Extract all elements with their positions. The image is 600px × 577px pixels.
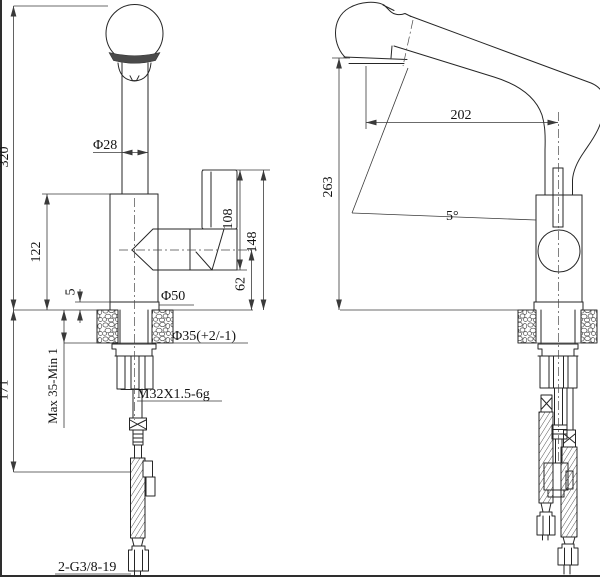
dim-under-counter-length: 171	[0, 380, 12, 401]
sheet-bottom-edge	[0, 575, 600, 577]
faucet-front-outline	[96, 4, 238, 577]
dim-base-dia: Φ50	[161, 289, 185, 304]
supply-hose-a	[538, 411, 554, 504]
dim-spout-pipe-dia: Φ28	[93, 138, 117, 153]
spout-outer-edge	[409, 15, 600, 196]
dim-valve-center-height: 62	[234, 277, 249, 291]
dim-tilt-angle: 5°	[446, 209, 459, 224]
supply-hose-b	[560, 446, 578, 538]
hose-side-connector	[142, 460, 153, 478]
side-view-centerlines	[402, 19, 559, 462]
front-view-centerlines	[119, 198, 257, 420]
front-view: 320 Φ28 122 5 Φ50 Φ35(+2/-1) M32X1.5-6g …	[0, 4, 270, 577]
dim-body-height: 122	[29, 242, 44, 263]
faucet-side-outline	[335, 1, 600, 575]
hose-b-hex-nut	[557, 543, 579, 566]
spout-inner-edge	[393, 45, 546, 196]
angle-ray-axis	[351, 67, 409, 214]
dim-mount-hole-dia: Φ35(+2/-1)	[172, 329, 236, 344]
hose-a-hex-nut	[536, 511, 556, 536]
handle-knob-side	[537, 229, 581, 273]
hose-thread-label: 2-G3/8-19	[58, 560, 116, 575]
hose-hex-nut-front	[128, 545, 149, 572]
angle-ray-base	[351, 212, 537, 221]
sheet-left-edge	[0, 0, 2, 577]
side-view-dimensions	[332, 57, 597, 344]
dim-handle-body-height: 108	[221, 209, 236, 230]
dim-handle-top-height: 148	[245, 232, 260, 253]
thread-spec-label: M32X1.5-6g	[137, 387, 210, 402]
side-view: 263 202 5°	[321, 1, 600, 575]
dim-counter-thickness: Max 35-Min 1	[45, 348, 60, 424]
countertop-hatch-left	[96, 309, 119, 344]
countertop-hatch-right-side	[580, 309, 598, 344]
dim-base-plate-thickness: 5	[64, 289, 79, 296]
dim-head-height: 263	[321, 177, 336, 198]
flex-hose-front	[130, 457, 146, 539]
countertop-hatch-left-side	[517, 309, 537, 344]
aerator-band	[108, 52, 161, 64]
head-bulge-notch	[129, 75, 140, 82]
front-view-dimensions	[10, 5, 270, 575]
spray-head-side	[335, 1, 412, 59]
dim-spout-reach: 202	[451, 108, 472, 123]
dim-total-height: 320	[0, 147, 12, 168]
countertop-hatch-right	[151, 309, 174, 344]
head-clip-detail	[382, 4, 395, 11]
